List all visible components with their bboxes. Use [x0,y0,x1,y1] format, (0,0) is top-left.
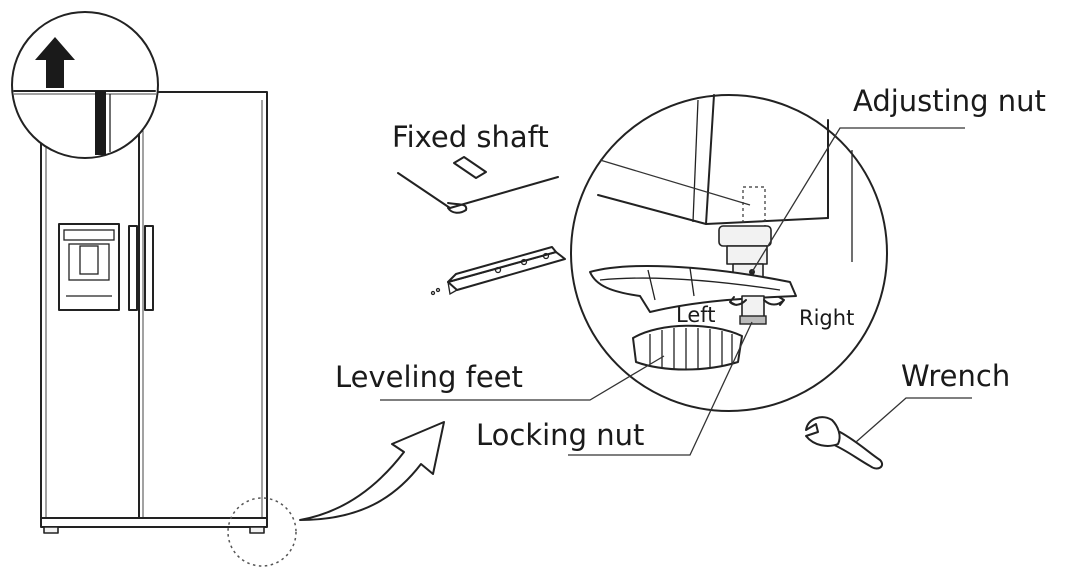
water-dispenser [58,223,120,311]
bracket-part [430,246,566,296]
leader-lines [380,127,972,456]
left-label: Left [676,303,716,327]
up-arrow-icon [35,37,75,88]
fixed-shaft-part [397,156,559,214]
adjusting-nut-label: Adjusting nut [853,84,1046,118]
locking-nut-label: Locking nut [476,418,644,452]
fixed-shaft-label: Fixed shaft [392,120,549,154]
wrench-label: Wrench [901,359,1010,393]
refrigerator [40,91,268,534]
wrench [805,416,884,470]
leveling-feet-label: Leveling feet [335,360,523,394]
magnified-foot-detail [570,94,888,412]
leveling-foot [632,324,743,371]
right-door-handle [144,225,154,311]
right-label: Right [799,306,854,330]
foot-highlight-circle [227,497,297,567]
door-gap [95,91,106,155]
top-inset-detail [11,11,159,159]
curved-arrow-icon [299,421,445,521]
rotate-left-icon [729,296,747,306]
left-door-handle [128,225,138,311]
rotate-right-icon [763,296,785,306]
base-plate [40,517,268,528]
